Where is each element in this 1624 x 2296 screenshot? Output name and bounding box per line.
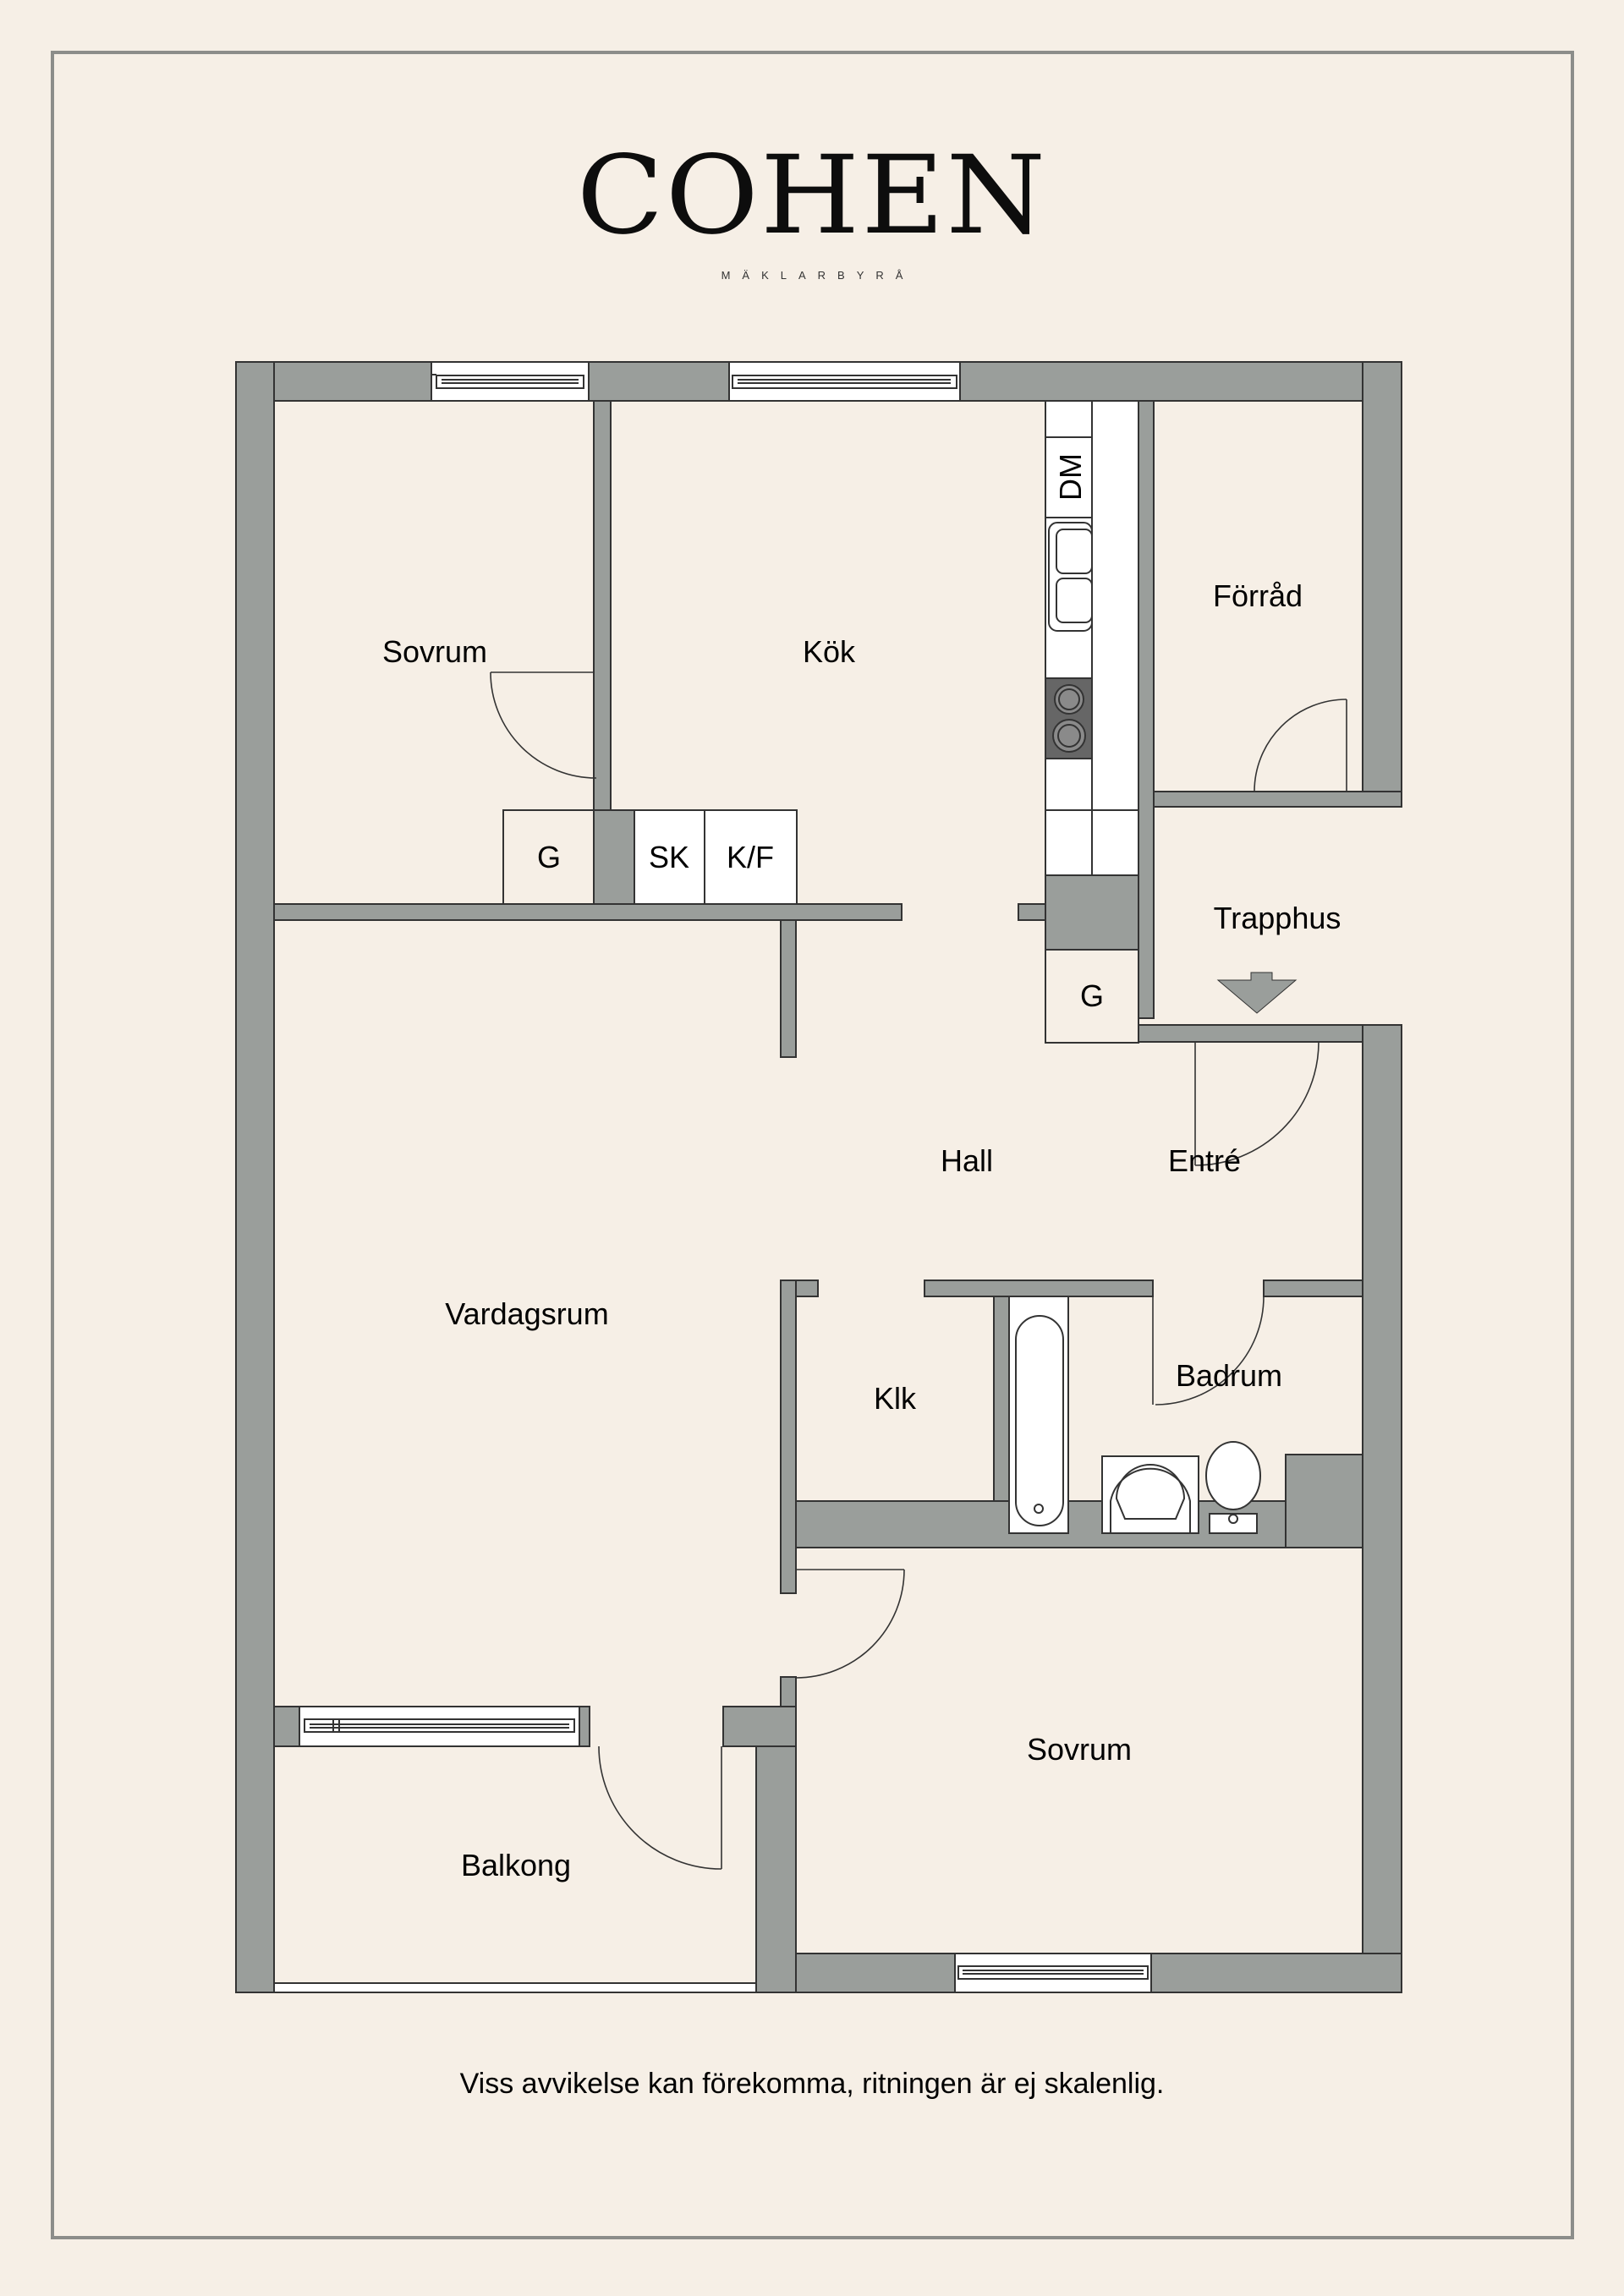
wall-badrum-corner	[1285, 1454, 1363, 1548]
room-label-trapphus: Trapphus	[1214, 901, 1341, 935]
room-label-sovrum2: Sovrum	[1027, 1732, 1132, 1767]
brand-tagline: MÄKLARBYRÅ	[721, 269, 915, 282]
closets	[502, 809, 1139, 1044]
closet-sk-label: SK	[649, 840, 689, 874]
kitchen-counter	[1045, 400, 1139, 876]
bathtub-icon	[1008, 1296, 1069, 1534]
dishwasher-label: DM	[1053, 453, 1088, 501]
room-label-forrad: Förråd	[1213, 578, 1303, 613]
room-label-klk: Klk	[874, 1381, 917, 1416]
wall-pillar	[593, 809, 635, 905]
wall-left	[235, 361, 275, 1993]
closet-g1	[502, 809, 595, 905]
room-label-sovrum1: Sovrum	[382, 634, 487, 669]
closet-sk	[634, 809, 705, 905]
wall-kok-forrad	[1138, 400, 1155, 1019]
closet-kf-label: K/F	[727, 840, 774, 874]
brand-name: COHEN	[576, 133, 1048, 259]
wall-forrad-bottom	[1153, 791, 1402, 808]
window-vardagsrum	[299, 1706, 580, 1747]
page-frame	[51, 51, 1574, 2239]
wall-kitchen-block	[1045, 874, 1139, 951]
closet-g1-label: G	[537, 840, 561, 874]
door-sovrum1	[490, 671, 597, 779]
wall-sovrum-vardagsrum	[273, 903, 903, 921]
door-sovrum2	[795, 1569, 905, 1679]
closet-g2	[1045, 949, 1139, 1044]
wall-vardagsrum-bottom-left	[273, 1706, 300, 1747]
wall-vardagsrum-bottom-right	[579, 1706, 590, 1747]
doors	[490, 671, 1347, 1870]
sink-icon	[1048, 522, 1093, 632]
door-forrad	[1254, 699, 1347, 792]
room-label-vardagsrum: Vardagsrum	[445, 1296, 608, 1331]
toilet-icon	[1205, 1441, 1261, 1510]
wall-stub-kitchen	[1018, 903, 1046, 921]
room-label-entre: Entré	[1168, 1143, 1241, 1178]
windows	[273, 361, 1152, 1993]
wall-balkong-right	[755, 1745, 797, 1993]
room-label-badrum: Badrum	[1176, 1358, 1282, 1393]
door-balkong	[598, 1745, 722, 1870]
balkong-railing	[273, 1982, 757, 1993]
closet-kf	[704, 809, 798, 905]
wall-right-upper	[1362, 361, 1402, 808]
wall-klk-left	[780, 1280, 797, 1594]
room-label-balkong: Balkong	[461, 1848, 571, 1882]
wall-klk-right	[993, 1296, 1010, 1534]
closet-g2-label: G	[1080, 978, 1104, 1013]
wall-right-lower	[1362, 1024, 1402, 1993]
door-entre	[1194, 1041, 1320, 1166]
wall-klk-bottom	[795, 1500, 1363, 1548]
disclaimer: Viss avvikelse kan förekomma, ritningen …	[459, 2068, 1165, 2100]
entrance-arrow-icon	[1216, 972, 1298, 1014]
door-badrum	[1155, 1296, 1265, 1406]
brand-logo: COHEN MÄKLARBYRÅ	[0, 142, 1624, 282]
wall-badrum-top-right	[1263, 1280, 1363, 1297]
room-label-kok: Kök	[803, 634, 856, 669]
walls	[235, 361, 1402, 1993]
bathroom-fixtures	[1008, 1296, 1261, 1534]
window-sovrum1	[431, 361, 590, 402]
room-label-hall: Hall	[941, 1143, 993, 1178]
wall-stub	[780, 919, 797, 1058]
wall-klk-top-right	[924, 1280, 1154, 1297]
wall-sovrum-kok	[593, 400, 612, 820]
window-kok	[728, 361, 961, 402]
wall-balkong-corner	[722, 1706, 797, 1747]
